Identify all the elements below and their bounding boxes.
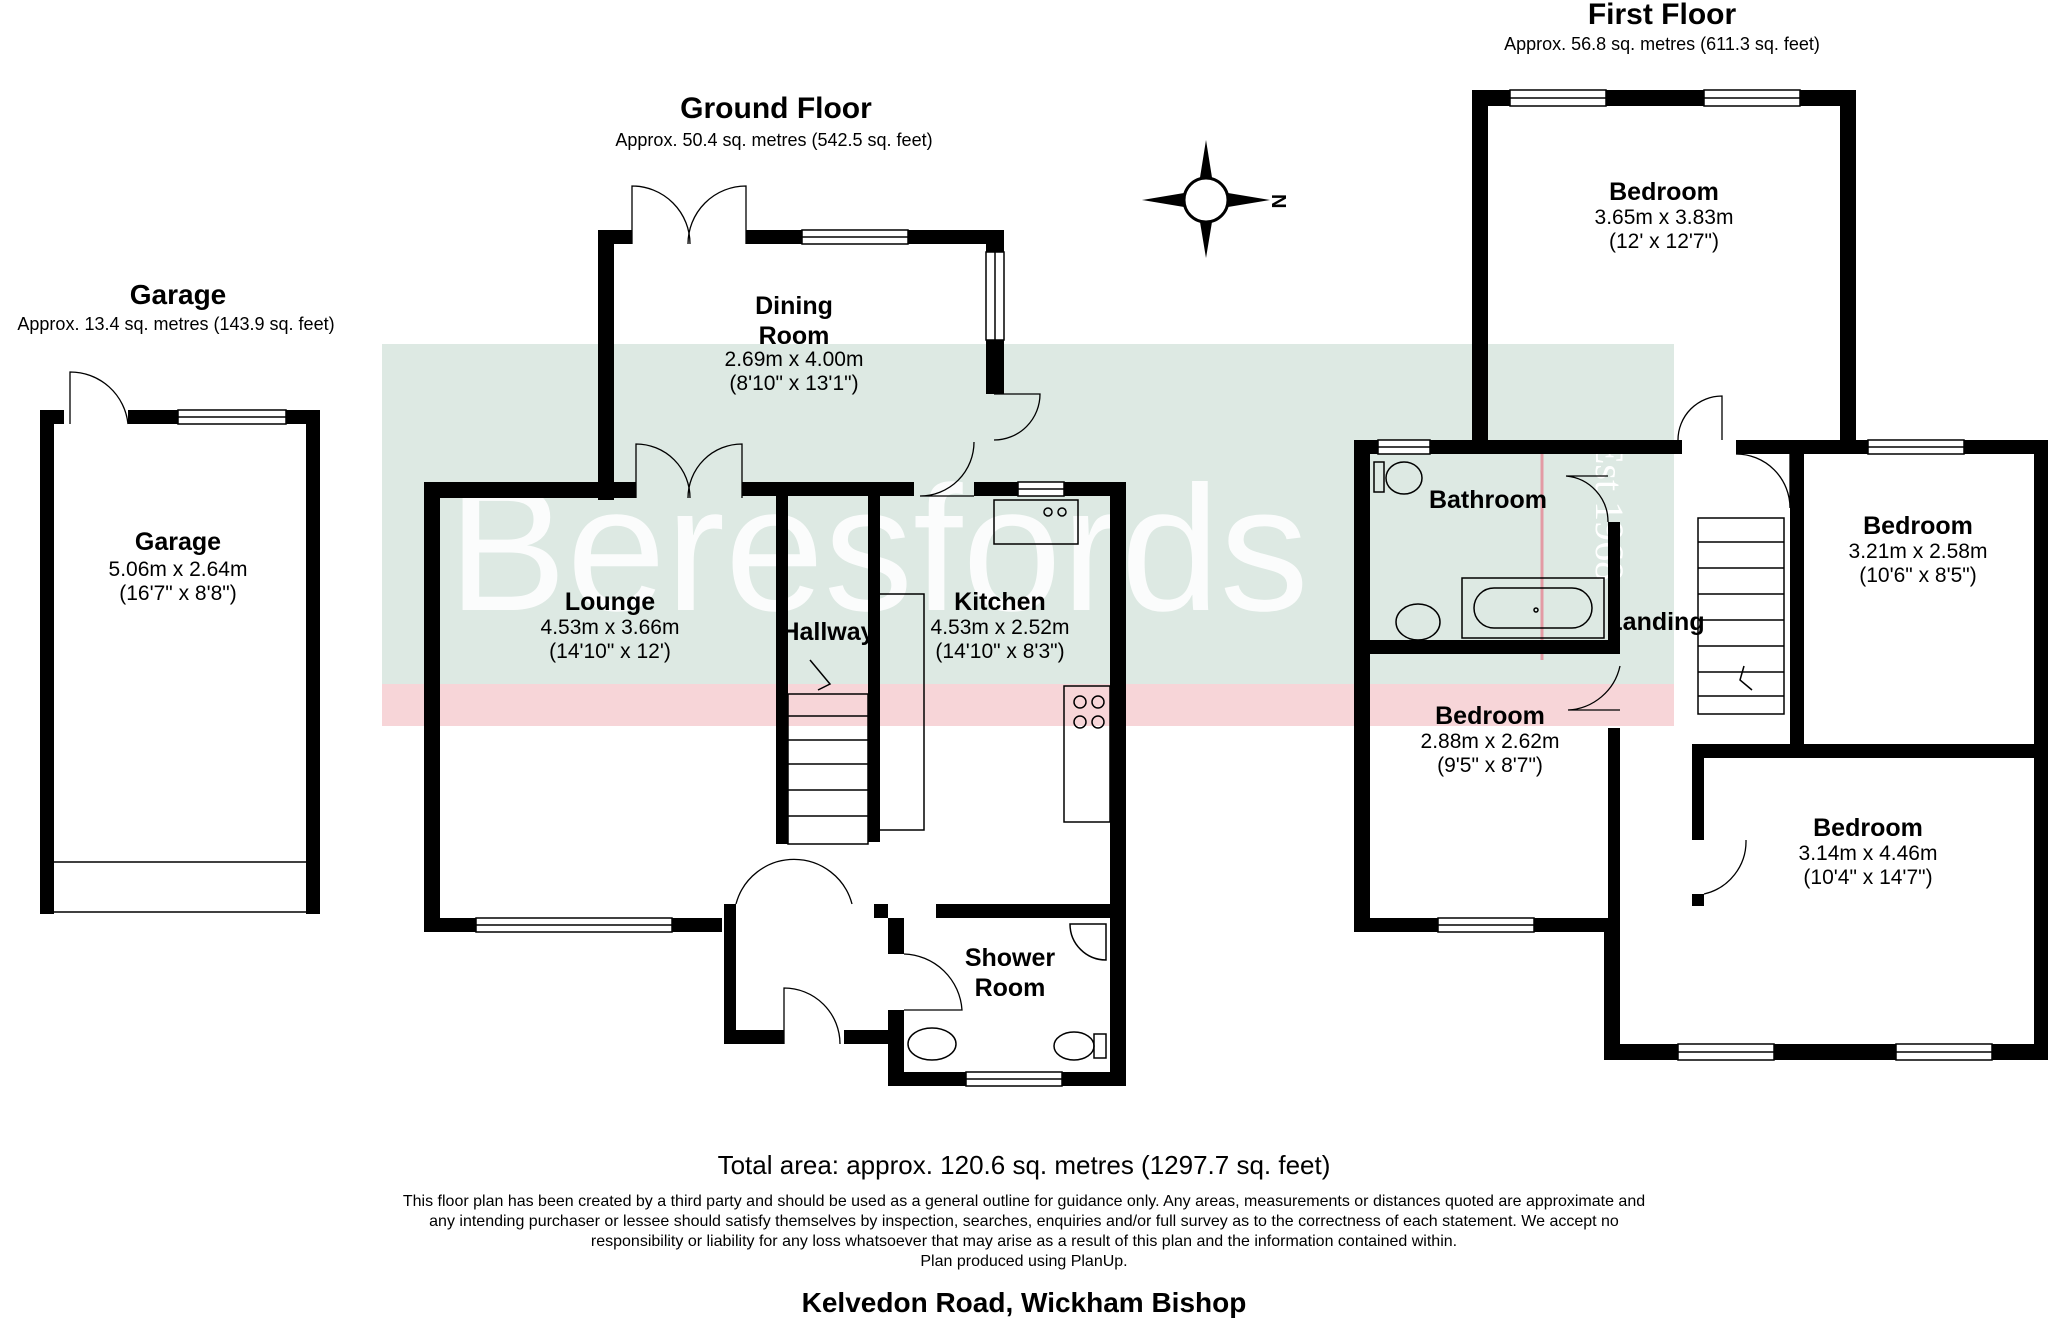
bathroom-name: Bathroom — [1429, 486, 1547, 514]
dining-room-name1: Dining — [755, 292, 833, 320]
first-floor-heading: First Floor — [1588, 0, 1737, 31]
ground-floor-area: Approx. 50.4 sq. metres (542.5 sq. feet) — [615, 130, 932, 150]
compass-label: N — [1267, 194, 1289, 208]
dining-room-metric: 2.69m x 4.00m — [725, 348, 864, 371]
dining-room-name2: Room — [759, 322, 830, 350]
garage-room-metric: 5.06m x 2.64m — [109, 558, 248, 581]
bedroom-bottom-metric: 3.14m x 4.46m — [1799, 842, 1938, 865]
shower-room-name1: Shower — [965, 944, 1056, 972]
shower-room-name2: Room — [975, 974, 1046, 1002]
disclaimer-line: This floor plan has been created by a th… — [402, 1193, 1646, 1210]
garage-room-imperial: (16'7" x 8'8") — [119, 582, 236, 605]
garage-area: Approx. 13.4 sq. metres (143.9 sq. feet) — [17, 314, 334, 334]
bedroom-top-name: Bedroom — [1609, 178, 1719, 206]
bedroom-right-name: Bedroom — [1863, 512, 1973, 540]
disclaimer-line: responsibility or liability for any loss… — [590, 1233, 1458, 1250]
garage-heading: Garage — [130, 279, 227, 310]
kitchen-imperial: (14'10" x 8'3") — [935, 640, 1064, 663]
hallway-name: Hallway — [781, 618, 874, 646]
total-area: Total area: approx. 120.6 sq. metres (12… — [718, 1150, 1331, 1180]
bedroom-left-metric: 2.88m x 2.62m — [1421, 730, 1560, 753]
dining-room-imperial: (8'10" x 13'1") — [729, 372, 858, 395]
landing-name: Landing — [1607, 608, 1704, 636]
bedroom-left-name: Bedroom — [1435, 702, 1545, 730]
first-floor-plan: First Floor Approx. 56.8 sq. metres (611… — [1354, 0, 2048, 1061]
bedroom-bottom-name: Bedroom — [1813, 814, 1923, 842]
lounge-name: Lounge — [565, 588, 655, 616]
disclaimer-line: Plan produced using PlanUp. — [920, 1253, 1128, 1270]
garage-plan: Garage Approx. 13.4 sq. metres (143.9 sq… — [17, 279, 335, 914]
bedroom-left-imperial: (9'5" x 8'7") — [1437, 754, 1543, 777]
garage-room-name: Garage — [135, 528, 221, 556]
ground-floor-plan: Ground Floor Approx. 50.4 sq. metres (54… — [424, 92, 1126, 1087]
first-floor-area: Approx. 56.8 sq. metres (611.3 sq. feet) — [1504, 34, 1820, 54]
compass-icon: N — [1142, 140, 1289, 258]
bedroom-top-metric: 3.65m x 3.83m — [1595, 206, 1734, 229]
stairs-ground — [787, 659, 869, 845]
kitchen-metric: 4.53m x 2.52m — [931, 616, 1070, 639]
stairs-first — [1697, 517, 1785, 715]
lounge-imperial: (14'10" x 12') — [549, 640, 671, 663]
disclaimer-line: any intending purchaser or lessee should… — [429, 1213, 1619, 1230]
bedroom-right-metric: 3.21m x 2.58m — [1849, 540, 1988, 563]
kitchen-name: Kitchen — [954, 588, 1046, 616]
bedroom-right-imperial: (10'6" x 8'5") — [1859, 564, 1976, 587]
ground-floor-heading: Ground Floor — [680, 92, 872, 125]
lounge-metric: 4.53m x 3.66m — [541, 616, 680, 639]
bedroom-bottom-imperial: (10'4" x 14'7") — [1803, 866, 1932, 889]
address: Kelvedon Road, Wickham Bishop — [802, 1287, 1247, 1318]
bedroom-top-imperial: (12' x 12'7") — [1609, 230, 1719, 253]
